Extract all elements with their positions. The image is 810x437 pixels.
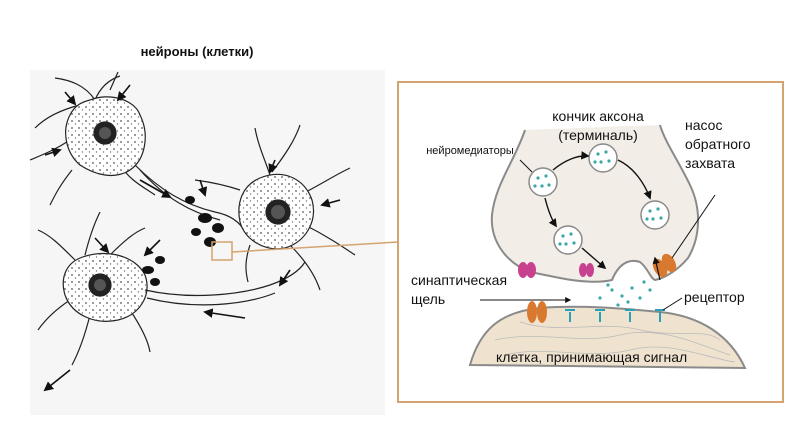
neuron-middle — [194, 124, 356, 291]
vesicle-icon — [588, 143, 618, 173]
arrow-icon — [652, 256, 661, 281]
label-receptor: рецептор — [684, 289, 745, 305]
receptor-icon — [565, 309, 575, 322]
synapse-highlight-box — [211, 241, 233, 261]
label-pump-line1: насос — [685, 117, 722, 133]
membrane-channel — [518, 262, 536, 278]
cell-texture — [494, 321, 736, 363]
arrow-icon — [43, 369, 71, 392]
zoom-connector-line — [231, 241, 399, 253]
arrow-icon — [143, 239, 161, 257]
label-pump-line2: обратного — [685, 136, 751, 152]
arrow-icon — [278, 269, 291, 287]
receptor-icon — [595, 309, 605, 322]
recycling-arrows — [544, 151, 652, 270]
diagram-title: нейроны (клетки) — [141, 44, 254, 59]
neuron-top-left — [29, 71, 246, 233]
vesicle-icon — [640, 200, 670, 230]
label-neurotransmitters: нейромедиаторы — [426, 145, 514, 157]
label-receiving-cell: клетка, принимающая сигнал — [496, 349, 687, 365]
membrane-channel — [579, 263, 594, 277]
vesicle-icon — [553, 225, 583, 255]
label-axon-tip-line2: (терминаль) — [558, 127, 638, 143]
reuptake-pump — [652, 253, 677, 281]
cleft-channel — [527, 301, 547, 323]
neuron-bottom-left — [37, 211, 306, 366]
neurons-illustration — [29, 70, 385, 415]
arrow-icon — [617, 159, 652, 200]
arrow-icon — [552, 151, 590, 171]
arrow-icon — [268, 159, 278, 174]
arrow-icon — [203, 308, 246, 319]
label-axon-tip-line1: кончик аксона — [552, 108, 644, 124]
vesicle-contents — [533, 150, 663, 307]
leader-line-pump — [671, 194, 716, 259]
arrow-icon — [116, 84, 131, 102]
vesicles — [528, 143, 670, 255]
label-cleft-line1: синаптическая — [411, 272, 507, 288]
leader-line-receptor — [662, 297, 683, 311]
arrow-icon — [320, 198, 341, 208]
synaptic-terminals — [142, 196, 224, 286]
axon-terminal — [490, 124, 700, 283]
receptor-icon — [625, 309, 635, 322]
signal-arrows — [43, 84, 341, 392]
arrow-icon — [544, 197, 557, 228]
arrow-icon — [139, 179, 172, 198]
label-pump-line3: захвата — [685, 155, 735, 171]
arrow-icon — [64, 91, 77, 106]
arrow-icon — [44, 147, 62, 157]
leader-line-neurotransmitters — [519, 159, 533, 173]
vesicle-icon — [528, 167, 558, 197]
arrow-icon — [581, 247, 607, 270]
arrow-icon — [94, 237, 110, 254]
arrow-icon — [198, 179, 208, 197]
label-cleft-line2: щель — [411, 291, 445, 307]
